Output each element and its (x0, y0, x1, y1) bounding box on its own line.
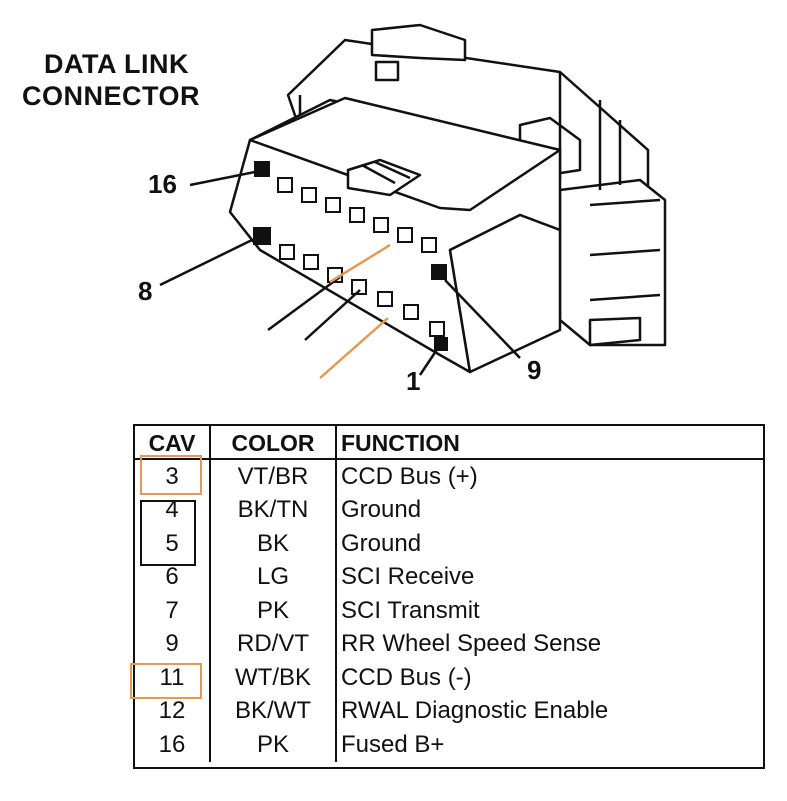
pin-label-9: 9 (527, 355, 541, 385)
pinout-table: CAV COLOR FUNCTION 3 VT/BR CCD Bus (+) 4… (133, 424, 765, 769)
table-row: 12 BK/WT RWAL Diagnostic Enable (135, 694, 763, 728)
color-cell: PK (210, 728, 337, 762)
function-cell: SCI Transmit (341, 596, 480, 624)
highlight-cav-11 (130, 663, 202, 699)
color-cell: BK/TN (210, 493, 337, 527)
function-cell: RWAL Diagnostic Enable (341, 697, 609, 725)
table-row: 9 RD/VT RR Wheel Speed Sense (135, 627, 763, 661)
cav-cell: 9 (135, 627, 211, 661)
cav-cell: 12 (135, 694, 211, 728)
cav-cell: 11 (135, 661, 211, 695)
function-cell: RR Wheel Speed Sense (341, 630, 602, 658)
title-line-2: CONNECTOR (22, 81, 201, 111)
cav-cell: 16 (135, 728, 211, 762)
header-color: COLOR (210, 426, 337, 460)
title-line-1: DATA LINK (44, 49, 189, 79)
pin-label-8: 8 (138, 276, 152, 306)
color-cell: VT/BR (210, 459, 337, 494)
function-cell: Fused B+ (341, 730, 445, 758)
function-cell: CCD Bus (+) (341, 462, 478, 490)
highlight-cav-3 (140, 455, 202, 495)
connector-illustration: 16 8 9 1 (138, 23, 667, 396)
table-row: 4 BK/TN Ground (135, 493, 763, 527)
function-cell: CCD Bus (-) (341, 663, 472, 691)
diagram-title: DATA LINK CONNECTOR (22, 48, 200, 112)
header-cav: CAV (135, 426, 211, 460)
table-row: 7 PK SCI Transmit (135, 594, 763, 628)
cav-cell: 5 (135, 527, 211, 561)
function-cell: Ground (341, 496, 422, 524)
table-row: 6 LG SCI Receive (135, 560, 763, 594)
table-header-row: CAV COLOR FUNCTION (135, 426, 763, 460)
color-cell: BK (210, 527, 337, 561)
pin-cavities (253, 161, 448, 351)
color-cell: BK/WT (210, 694, 337, 728)
pin-label-16: 16 (148, 169, 177, 199)
color-cell: PK (210, 594, 337, 628)
cav-cell: 4 (135, 493, 211, 527)
color-cell: RD/VT (210, 627, 337, 661)
highlight-cav-4-5 (140, 500, 196, 566)
cav-cell: 7 (135, 594, 211, 628)
color-cell: LG (210, 560, 337, 594)
connector-front-face (228, 96, 562, 374)
header-function: FUNCTION (336, 426, 763, 460)
table-row: 11 WT/BK CCD Bus (-) (135, 661, 763, 695)
pin-label-1: 1 (406, 366, 420, 396)
table-row: 5 BK Ground (135, 527, 763, 561)
color-cell: WT/BK (210, 661, 337, 695)
wire-lines (159, 170, 521, 379)
cav-cell: 6 (135, 560, 211, 594)
cav-cell: 3 (135, 459, 211, 494)
function-cell: SCI Receive (341, 563, 475, 591)
table-row: 3 VT/BR CCD Bus (+) (135, 459, 763, 494)
table-row: 16 PK Fused B+ (135, 728, 763, 762)
function-cell: Ground (341, 529, 422, 557)
